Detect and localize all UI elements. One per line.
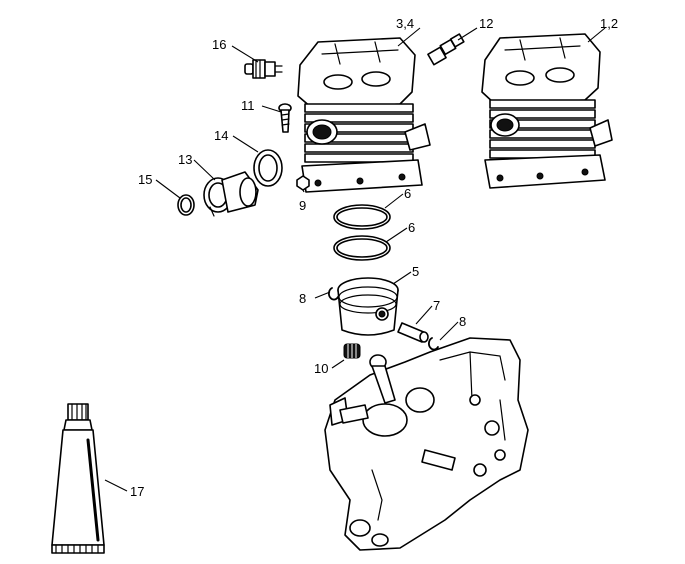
callout-13: 13 bbox=[178, 152, 192, 167]
callout-6-upper: 6 bbox=[404, 186, 411, 201]
callout-15: 15 bbox=[138, 172, 152, 187]
nut-9 bbox=[296, 175, 310, 191]
callout-1-2: 1,2 bbox=[600, 16, 618, 31]
piston-5 bbox=[337, 277, 399, 336]
leader-lines bbox=[104, 27, 606, 492]
callout-11: 11 bbox=[241, 98, 255, 113]
spark-plug-16 bbox=[244, 59, 283, 79]
circlip-left-8 bbox=[328, 287, 339, 301]
callout-16: 16 bbox=[212, 37, 226, 52]
callout-17: 17 bbox=[130, 484, 144, 499]
callout-8-right: 8 bbox=[459, 314, 466, 329]
callout-12: 12 bbox=[479, 16, 493, 31]
callout-9: 9 bbox=[299, 198, 306, 213]
callout-6-lower: 6 bbox=[408, 220, 415, 235]
screw-11 bbox=[278, 103, 292, 133]
callout-5: 5 bbox=[412, 264, 419, 279]
callout-3-4: 3,4 bbox=[396, 16, 414, 31]
cylinder-assembly-1-2 bbox=[481, 33, 613, 189]
callout-8-left: 8 bbox=[299, 291, 306, 306]
piston-ring-upper-6 bbox=[333, 204, 391, 230]
grease-tube-17 bbox=[51, 403, 105, 554]
callout-14: 14 bbox=[214, 128, 228, 143]
piston-ring-lower-6 bbox=[333, 235, 391, 261]
callout-7: 7 bbox=[433, 298, 440, 313]
callout-10: 10 bbox=[314, 361, 328, 376]
clamp-ring-15 bbox=[177, 194, 195, 216]
decompression-valve-12 bbox=[427, 33, 465, 66]
callout-labels: 1,2 3,4 12 16 11 14 13 15 9 6 6 5 8 7 8 … bbox=[130, 16, 618, 499]
intake-manifold-13 bbox=[203, 171, 259, 217]
circlip-right-8 bbox=[428, 337, 439, 351]
gasket-ring-14 bbox=[253, 149, 283, 187]
needle-cage-10 bbox=[343, 343, 361, 359]
crankcase-assembly bbox=[324, 337, 529, 551]
piston-pin-7 bbox=[397, 322, 429, 343]
cylinder-assembly-3-4 bbox=[297, 37, 431, 193]
